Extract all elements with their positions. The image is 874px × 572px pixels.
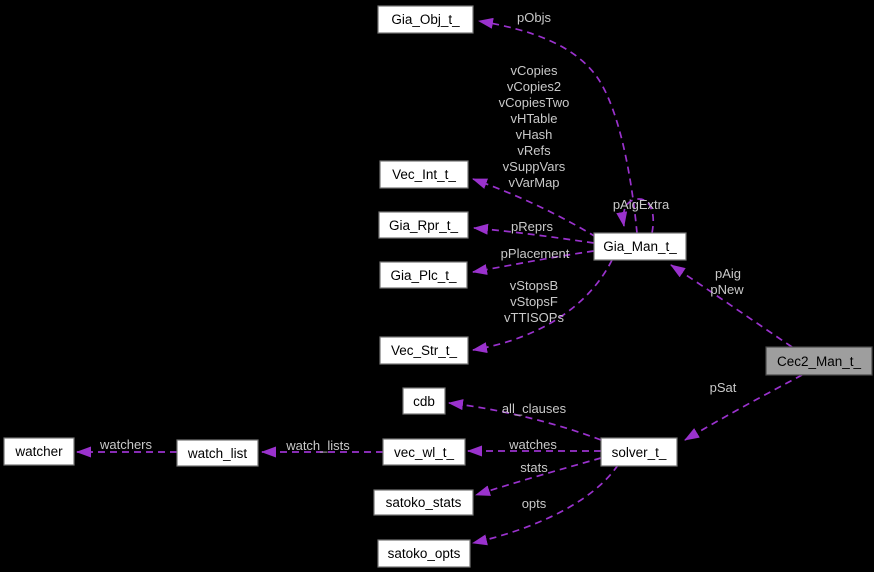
edge-label-vsuppvars: vSuppVars <box>503 159 566 174</box>
edge-gia-man-to-gia-obj <box>478 17 638 234</box>
edge-label-vcopies: vCopies <box>511 63 558 78</box>
node-cdb[interactable]: cdb <box>402 387 446 415</box>
edge-solver-to-satoko-opts <box>472 464 619 546</box>
node-label-vec-str-t: Vec_Str_t_ <box>391 343 458 358</box>
node-gia-obj-t[interactable]: Gia_Obj_t_ <box>377 5 474 34</box>
edge-label-watches: watches <box>508 437 557 452</box>
edge-gia-man-to-vec-int <box>472 178 597 238</box>
edge-label-vstopsf: vStopsF <box>510 294 558 309</box>
node-label-vec-int-t: Vec_Int_t_ <box>392 167 456 182</box>
node-watcher[interactable]: watcher <box>3 437 75 466</box>
edge-label-vrefs: vRefs <box>517 143 551 158</box>
edge-label-watchers: watchers <box>99 437 153 452</box>
edge-label-preprs: pReprs <box>511 219 553 234</box>
node-label-cdb: cdb <box>413 394 435 409</box>
edge-label-vcopiestwo: vCopiesTwo <box>499 95 570 110</box>
edge-gia-man-to-gia-rpr <box>473 223 595 244</box>
node-label-watcher: watcher <box>14 444 63 459</box>
node-label-gia-rpr-t: Gia_Rpr_t_ <box>389 218 459 233</box>
edge-label-pobjs: pObjs <box>517 10 551 25</box>
node-label-gia-man-t: Gia_Man_t_ <box>603 239 677 254</box>
edge-label-vttisops: vTTISOPs <box>504 310 564 325</box>
node-label-gia-plc-t: Gia_Plc_t_ <box>390 268 457 283</box>
node-vec-wl-t[interactable]: vec_wl_t_ <box>382 438 466 466</box>
edge-label-pnew: pNew <box>710 282 744 297</box>
node-cec2-man-t[interactable]: Cec2_Man_t_ <box>765 346 873 376</box>
edge-label-vhtable: vHTable <box>511 111 558 126</box>
edge-label-stats: stats <box>520 460 548 475</box>
node-label-satoko-stats: satoko_stats <box>386 495 462 510</box>
edge-cec2-man-to-solver <box>684 374 803 441</box>
edge-label-psat: pSat <box>710 380 737 395</box>
node-label-gia-obj-t: Gia_Obj_t_ <box>391 12 460 27</box>
edge-label-paigextra: pAigExtra <box>613 197 670 212</box>
node-watch-list[interactable]: watch_list <box>176 439 259 467</box>
node-gia-man-t[interactable]: Gia_Man_t_ <box>593 232 687 261</box>
node-label-cec2-man-t: Cec2_Man_t_ <box>777 354 862 369</box>
edge-solver-to-satoko-stats <box>475 457 602 496</box>
edge-label-vhash: vHash <box>516 127 553 142</box>
node-label-solver-t: solver_t_ <box>612 445 667 460</box>
edge-gia-man-to-gia-plc <box>472 250 595 275</box>
node-solver-t[interactable]: solver_t_ <box>600 437 678 467</box>
node-vec-int-t[interactable]: Vec_Int_t_ <box>379 160 469 189</box>
node-gia-plc-t[interactable]: Gia_Plc_t_ <box>379 261 468 289</box>
node-gia-rpr-t[interactable]: Gia_Rpr_t_ <box>378 211 469 239</box>
node-label-watch-list: watch_list <box>187 446 248 461</box>
node-label-vec-wl-t: vec_wl_t_ <box>394 445 455 460</box>
edge-label-paig: pAig <box>715 266 741 281</box>
edge-label-pplacement: pPlacement <box>501 246 570 261</box>
edge-label-vcopies2: vCopies2 <box>507 79 561 94</box>
node-satoko-opts[interactable]: satoko_opts <box>377 539 471 568</box>
edge-gia-man-to-vec-str <box>472 259 613 354</box>
edge-solver-to-cdb <box>448 399 602 441</box>
edge-label-opts: opts <box>522 496 547 511</box>
edge-label-vstopsb: vStopsB <box>510 278 558 293</box>
edge-label-vvarmap: vVarMap <box>508 175 559 190</box>
edge-label-watch-lists: watch_lists <box>285 438 350 453</box>
node-label-satoko-opts: satoko_opts <box>388 546 461 561</box>
edge-gia-man-self-loop <box>616 198 655 234</box>
node-vec-str-t[interactable]: Vec_Str_t_ <box>379 336 469 365</box>
edge-label-all-clauses: all_clauses <box>502 401 567 416</box>
edge-cec2-man-to-gia-man <box>670 264 793 348</box>
node-satoko-stats[interactable]: satoko_stats <box>373 489 474 516</box>
